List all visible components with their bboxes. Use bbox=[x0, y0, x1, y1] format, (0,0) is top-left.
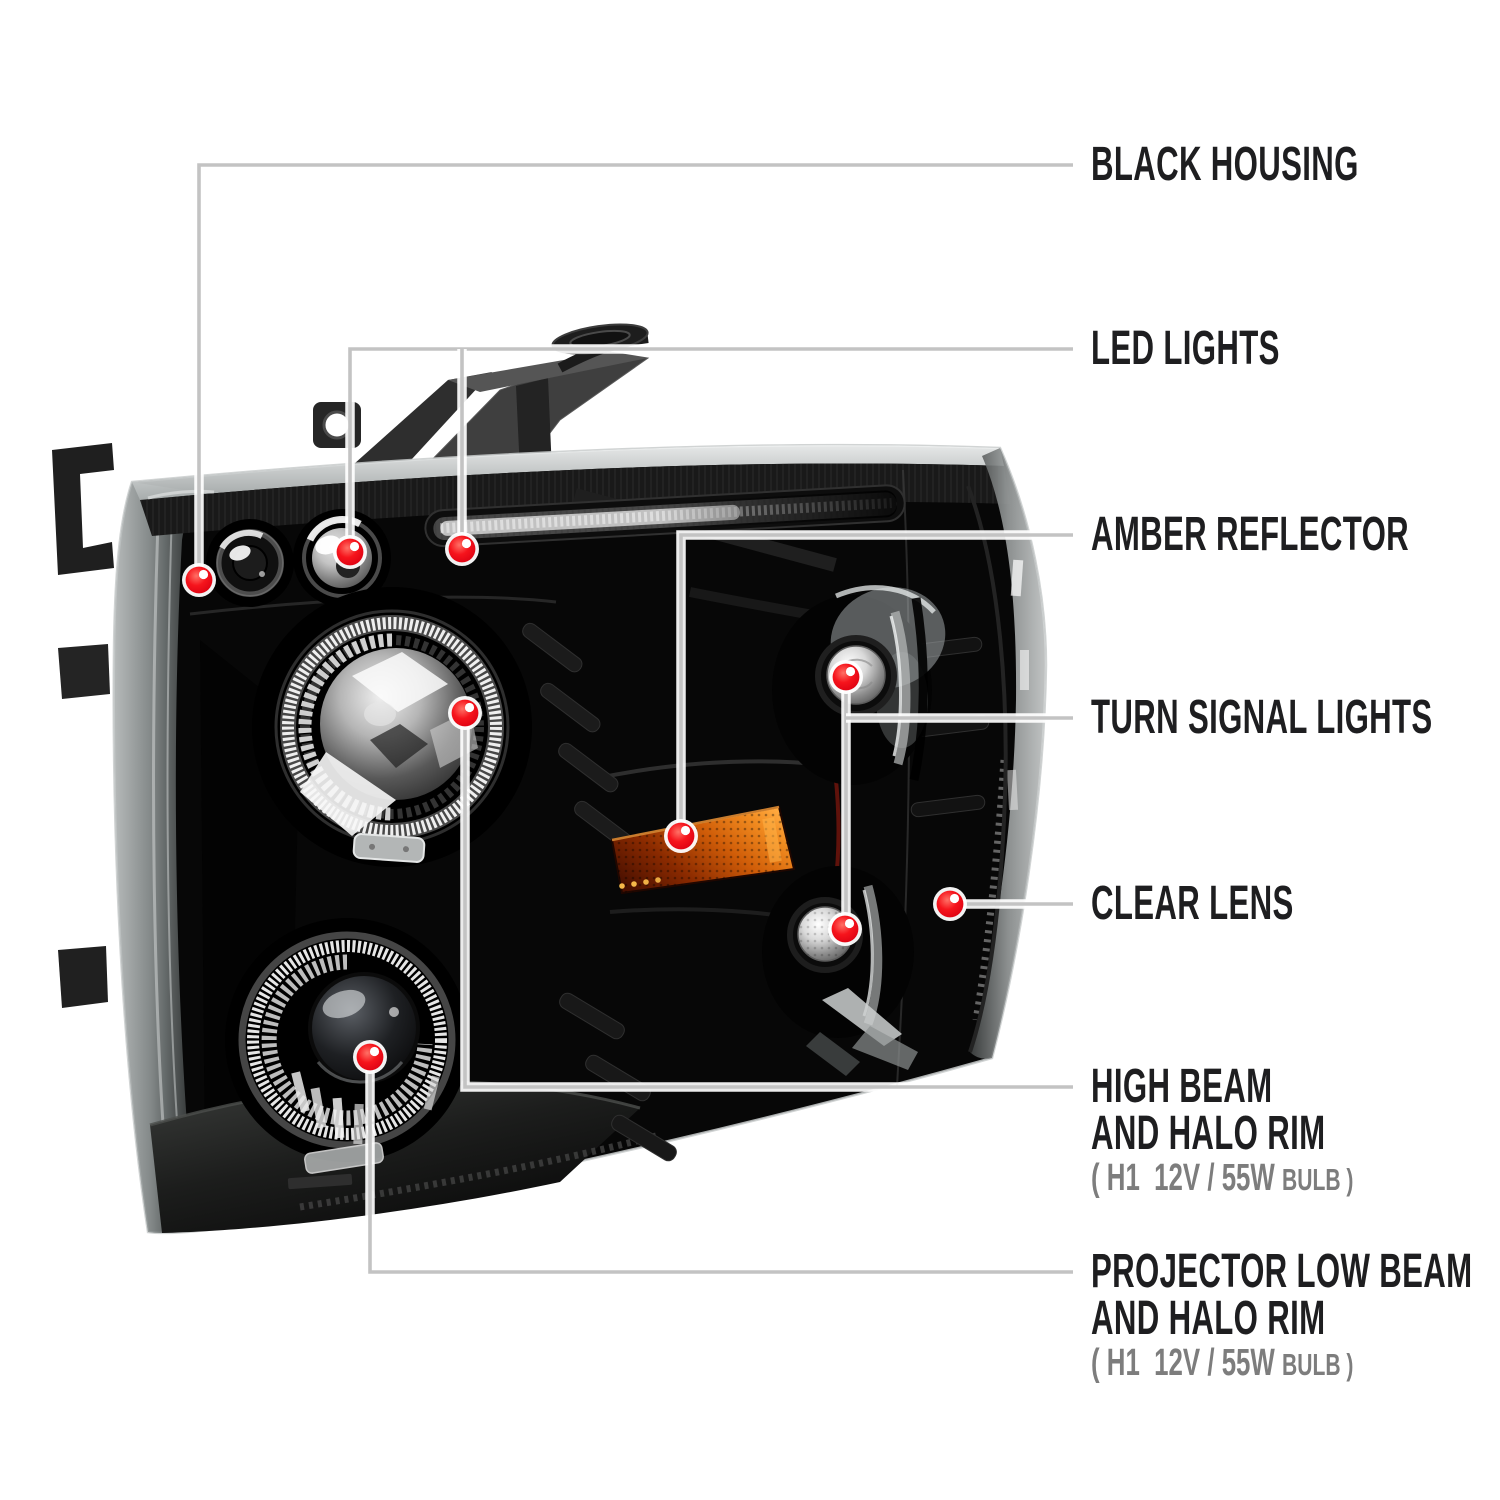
marker-dot-amber-reflector bbox=[667, 822, 695, 850]
clear-lens-right-band bbox=[970, 448, 1046, 1059]
marker-dot-led-lights bbox=[448, 535, 476, 563]
callout-label-clear-lens: CLEAR LENS bbox=[1091, 877, 1403, 930]
callout-label-line: LED LIGHTS bbox=[1091, 322, 1280, 375]
callout-label-line: CLEAR LENS bbox=[1091, 877, 1294, 930]
projector-low-beam-lamp bbox=[225, 918, 469, 1174]
callout-label-line: ( H1 12V / 55W BULB ) bbox=[1091, 1157, 1354, 1199]
marker-dot-black-housing bbox=[185, 566, 213, 594]
callout-label-line: AMBER REFLECTOR bbox=[1091, 508, 1410, 561]
marker-dot-highlight bbox=[349, 541, 360, 552]
leader-line-black-housing bbox=[197, 163, 1073, 580]
marker-dot-high-beam bbox=[451, 699, 479, 727]
marker-dots bbox=[182, 532, 967, 1074]
leader-line-halo bbox=[194, 160, 1073, 580]
leader-line-halo bbox=[676, 530, 1073, 836]
callout-label-line: PROJECTOR LOW BEAM bbox=[1091, 1245, 1473, 1298]
marker-dot-turn-signal-lights bbox=[831, 915, 859, 943]
callout-label-black-housing: BLACK HOUSING bbox=[1091, 138, 1500, 191]
callout-label-led-lights: LED LIGHTS bbox=[1091, 322, 1381, 375]
leader-line-led-lights bbox=[348, 347, 1073, 552]
amber-reflector-part bbox=[610, 741, 841, 895]
halo-rim-high bbox=[282, 617, 502, 837]
marker-dot-highlight bbox=[198, 569, 209, 580]
marker-dot-highlight bbox=[949, 893, 960, 904]
led-strip bbox=[424, 484, 906, 548]
marker-dot-highlight bbox=[845, 666, 856, 677]
callout-label-line: AND HALO RIM bbox=[1091, 1107, 1326, 1160]
marker-dot-highlight bbox=[464, 702, 475, 713]
callout-label-line: ( H1 12V / 55W BULB ) bbox=[1091, 1342, 1354, 1384]
callout-label-line: AND HALO RIM bbox=[1091, 1292, 1326, 1345]
callout-label-turn-signal-lights: TURN SIGNAL LIGHTS bbox=[1091, 691, 1500, 744]
marker-dot-turn-signal-lights bbox=[832, 663, 860, 691]
marker-dot-highlight bbox=[461, 538, 472, 549]
leader-lines bbox=[194, 160, 1073, 1277]
callout-label-line: HIGH BEAM bbox=[1091, 1060, 1273, 1113]
callout-label-amber-reflector: AMBER REFLECTOR bbox=[1091, 508, 1500, 561]
callout-label-line: BLACK HOUSING bbox=[1091, 138, 1359, 191]
marker-dot-highlight bbox=[680, 825, 691, 836]
callout-label-line: TURN SIGNAL LIGHTS bbox=[1091, 691, 1433, 744]
marker-dot-projector-low-beam bbox=[356, 1043, 384, 1071]
marker-dot-led-lights bbox=[336, 538, 364, 566]
leader-line-amber-reflector bbox=[679, 533, 1073, 836]
halo-rim-low bbox=[247, 940, 447, 1140]
leader-line-high-beam bbox=[463, 713, 1073, 1089]
callout-label-bulb-note: BULB ) bbox=[1282, 1162, 1354, 1197]
led-lamp-1 bbox=[206, 519, 294, 607]
marker-dot-highlight bbox=[369, 1046, 380, 1057]
marker-dot-clear-lens bbox=[936, 890, 964, 918]
callout-label-bulb-note: BULB ) bbox=[1282, 1347, 1354, 1382]
marker-dot-highlight bbox=[844, 918, 855, 929]
leader-line-projector-low-beam bbox=[368, 1057, 1073, 1274]
side-clips bbox=[52, 443, 114, 1008]
